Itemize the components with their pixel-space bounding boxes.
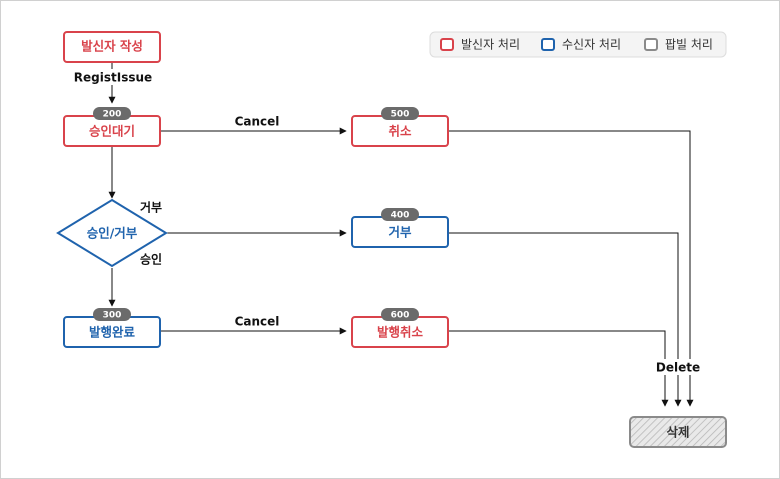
edge-label-bg: [655, 359, 701, 375]
edge-delete-cancelled: [448, 130, 694, 407]
legend: 발신자 처리 수신자 처리 팝빌 처리: [429, 31, 727, 58]
edge-label-regist: RegistIssue: [74, 71, 152, 85]
status-badge: [93, 107, 131, 120]
node-deleted: 삭제: [629, 416, 727, 448]
node-issue-cancelled-label: 발행취소: [377, 325, 424, 340]
node-start: 발신자 작성: [63, 31, 161, 63]
edge-delete-issue-cancelled: [448, 330, 669, 407]
legend-platform-swatch: [644, 38, 658, 51]
node-decision: 승인/거부: [56, 198, 168, 268]
node-rejected-label: 거부: [388, 225, 412, 240]
status-badge: [381, 308, 419, 321]
edge-label-bg: [78, 69, 150, 85]
node-cancelled: 취소 500: [351, 107, 449, 147]
status-code-600: 600: [391, 311, 410, 321]
node-rejected: 거부 400: [351, 208, 449, 248]
edge-delete-rejected: [448, 232, 682, 407]
legend-receiver-swatch: [541, 38, 555, 51]
node-issued-label: 발행완료: [89, 325, 136, 340]
node-waiting: 승인대기 200: [63, 107, 161, 147]
legend-sender-swatch: [440, 38, 454, 51]
status-code-300: 300: [103, 311, 122, 321]
status-badge: [381, 208, 419, 221]
legend-sender-label: 발신자 처리: [461, 38, 520, 52]
status-code-400: 400: [391, 211, 410, 221]
status-badge: [93, 308, 131, 321]
status-code-200: 200: [103, 110, 122, 120]
edge-label-cancel-issued: Cancel: [235, 315, 280, 329]
edges: [108, 63, 694, 407]
status-code-500: 500: [391, 110, 410, 120]
node-start-label: 발신자 작성: [81, 39, 143, 54]
legend-platform-label: 팝빌 처리: [665, 38, 713, 52]
node-waiting-label: 승인대기: [89, 124, 135, 139]
edge-label-reject: 거부: [140, 200, 162, 215]
node-deleted-label: 삭제: [666, 425, 689, 440]
edge-label-approve: 승인: [140, 252, 162, 267]
node-issued: 발행완료 300: [63, 308, 161, 348]
edge-label-cancel-waiting: Cancel: [235, 115, 280, 129]
node-decision-label: 승인/거부: [87, 226, 138, 241]
status-badge: [381, 107, 419, 120]
node-issue-cancelled: 발행취소 600: [351, 308, 449, 348]
legend-receiver-label: 수신자 처리: [562, 38, 621, 52]
node-cancelled-label: 취소: [388, 124, 412, 139]
edge-label-delete: Delete: [656, 361, 700, 375]
